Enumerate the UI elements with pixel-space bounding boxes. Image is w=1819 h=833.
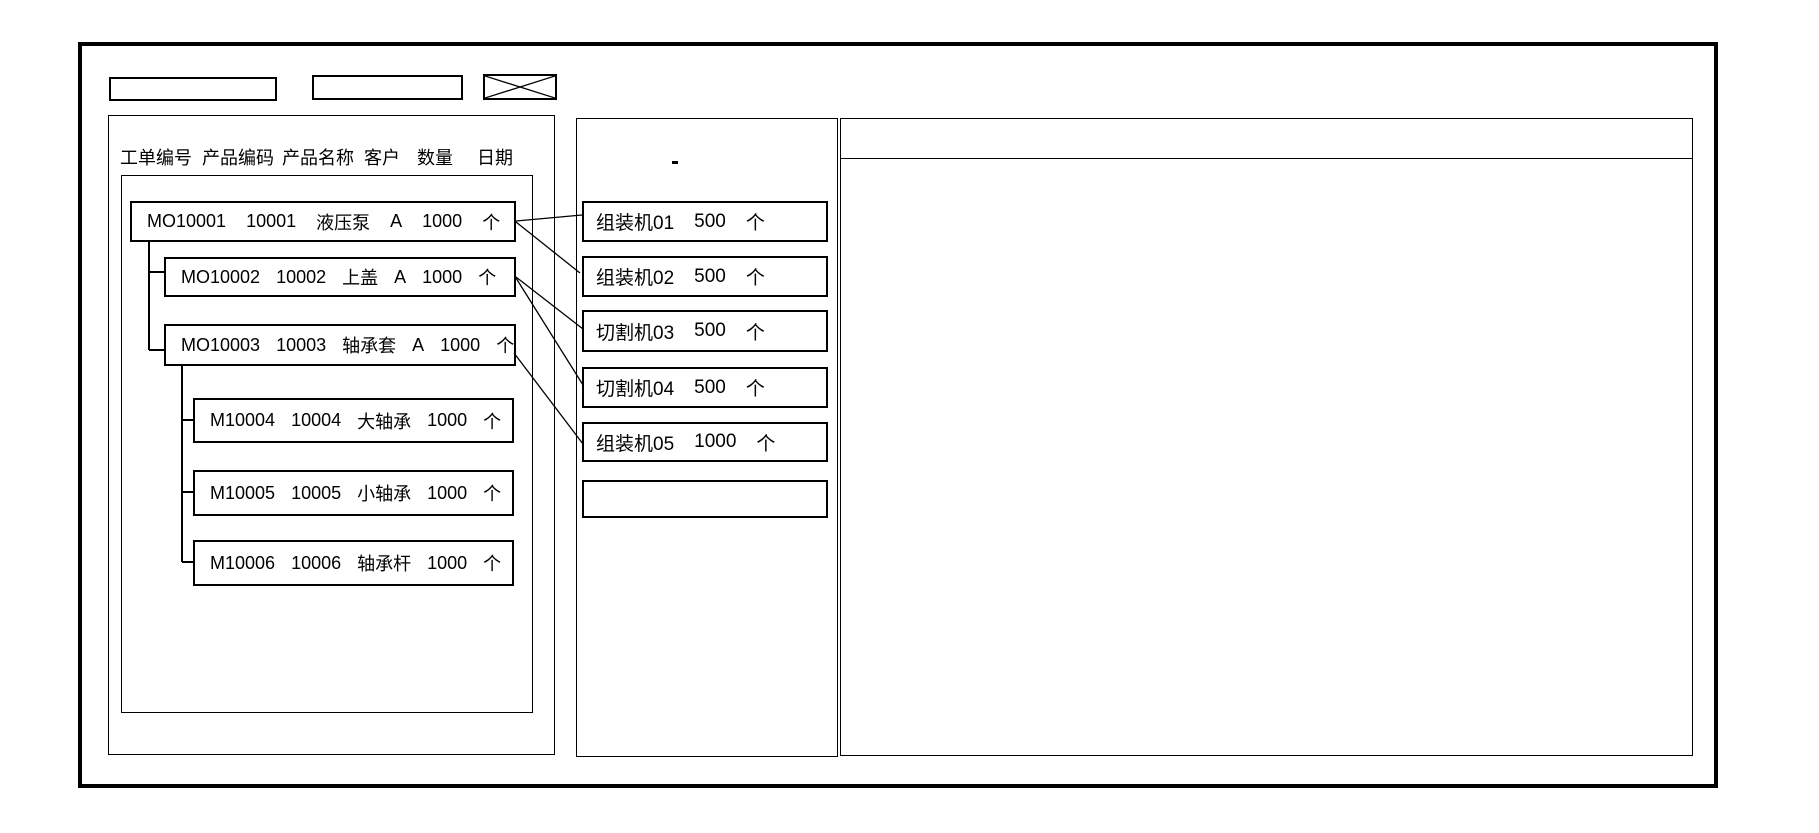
order-id: M10006 — [210, 552, 276, 573]
order-id: MO10001 — [147, 211, 227, 231]
unit: 个 — [756, 433, 776, 455]
quantity: 1000 — [427, 552, 468, 573]
column-header-product-name: 产品名称 — [282, 148, 354, 168]
work-order-node[interactable]: MO10003 10003 轴承套 A 1000 个 — [164, 324, 516, 366]
unit: 个 — [745, 322, 765, 344]
toolbar-field-2[interactable] — [312, 75, 463, 100]
quantity: 1000 — [422, 266, 463, 287]
unit: 个 — [745, 213, 765, 234]
column-header-product-code: 产品编码 — [202, 148, 274, 168]
work-order-node[interactable]: M10006 10006 轴承杆 1000 个 — [193, 540, 514, 586]
product-name: 轴承杆 — [357, 554, 412, 574]
work-order-node[interactable]: MO10001 10001 液压泵 A 1000 个 — [130, 201, 516, 242]
product-code: 10004 — [291, 410, 342, 430]
customer: A — [390, 211, 403, 231]
machine-qty: 500 — [694, 320, 726, 341]
quantity: 1000 — [427, 410, 468, 430]
product-code: 10002 — [276, 266, 327, 287]
machine-name: 切割机03 — [596, 322, 675, 344]
machine-name: 切割机04 — [596, 379, 675, 400]
machine-qty: 500 — [694, 376, 726, 398]
unit: 个 — [483, 411, 502, 432]
order-id: M10005 — [210, 482, 276, 503]
machine-slot[interactable]: 组装机01 500 个 — [582, 201, 828, 242]
app-window-frame — [78, 42, 1718, 788]
machine-name: 组装机05 — [596, 433, 675, 455]
machine-slot-empty[interactable] — [582, 480, 828, 518]
product-code: 10006 — [291, 552, 342, 573]
unit: 个 — [496, 336, 515, 356]
machine-slot[interactable]: 组装机05 1000 个 — [582, 422, 828, 462]
product-code: 10005 — [291, 482, 342, 503]
order-id: MO10002 — [181, 266, 261, 287]
unit: 个 — [482, 212, 501, 233]
detail-panel-header-strip — [841, 119, 1692, 159]
unit: 个 — [745, 268, 765, 289]
work-order-node[interactable]: M10004 10004 大轴承 1000 个 — [193, 398, 514, 443]
order-id: M10004 — [210, 410, 276, 430]
stray-dot-mark — [672, 161, 678, 164]
machine-name: 组装机02 — [596, 268, 675, 289]
detail-panel — [840, 118, 1693, 756]
order-id: MO10003 — [181, 334, 261, 355]
unit: 个 — [483, 484, 502, 504]
column-header-order-id: 工单编号 — [120, 148, 192, 168]
machine-name: 组装机01 — [596, 213, 675, 234]
product-name: 液压泵 — [316, 212, 371, 233]
product-code: 10003 — [276, 334, 327, 355]
quantity: 1000 — [440, 334, 481, 355]
product-name: 小轴承 — [357, 484, 412, 504]
unit: 个 — [478, 268, 497, 288]
column-header-customer: 客户 — [364, 148, 400, 168]
work-order-node[interactable]: MO10002 10002 上盖 A 1000 个 — [164, 257, 516, 297]
machine-qty: 1000 — [694, 431, 737, 452]
machine-qty: 500 — [694, 265, 726, 287]
product-name: 大轴承 — [357, 411, 412, 432]
product-code: 10001 — [246, 211, 297, 231]
machine-slot[interactable]: 切割机04 500 个 — [582, 367, 828, 408]
customer: A — [394, 266, 407, 287]
column-header-qty: 数量 — [417, 148, 453, 168]
product-name: 轴承套 — [342, 336, 397, 356]
unit: 个 — [483, 554, 502, 574]
quantity: 1000 — [427, 482, 468, 503]
quantity: 1000 — [422, 211, 463, 231]
machine-slot[interactable]: 切割机03 500 个 — [582, 310, 828, 352]
work-order-node[interactable]: M10005 10005 小轴承 1000 个 — [193, 470, 514, 516]
work-order-tree-container — [121, 175, 533, 713]
machine-qty: 500 — [694, 210, 726, 232]
product-name: 上盖 — [342, 268, 379, 288]
machine-slot[interactable]: 组装机02 500 个 — [582, 256, 828, 297]
customer: A — [412, 334, 425, 355]
toolbar-field-1[interactable] — [109, 77, 277, 101]
unit: 个 — [745, 379, 765, 400]
column-header-date: 日期 — [477, 148, 513, 168]
image-placeholder-icon — [483, 74, 557, 100]
